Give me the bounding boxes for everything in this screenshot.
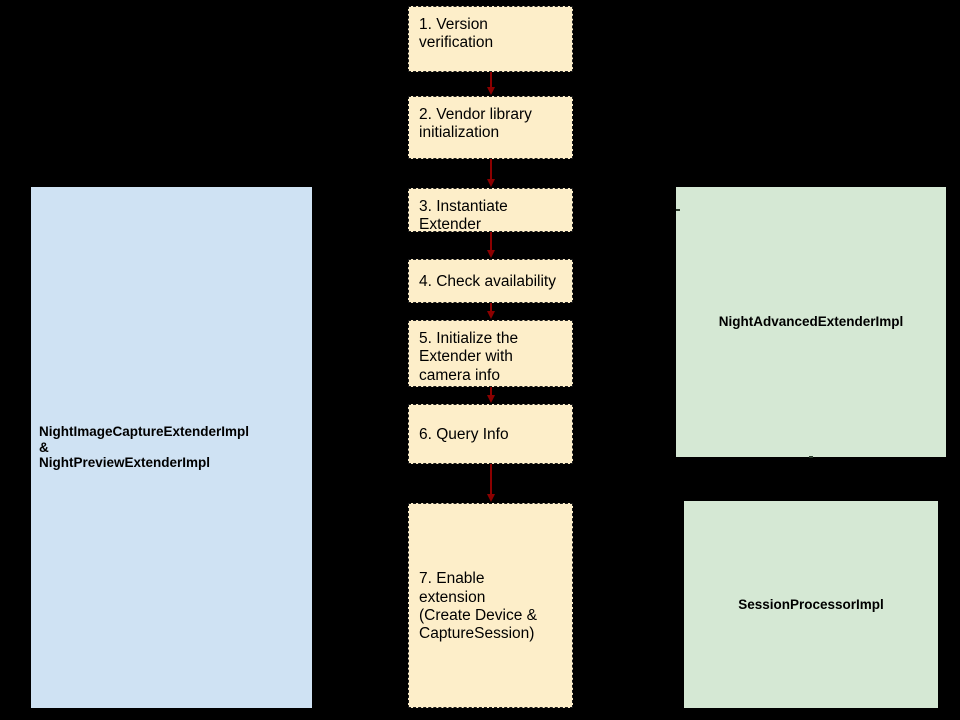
arrow-step1-to-step2 xyxy=(490,72,492,88)
step-3-instantiate-extender[interactable]: 3. Instantiate Extender xyxy=(408,188,573,234)
pool-right-bottom-label: SessionProcessorImpl xyxy=(738,596,884,612)
pool-night-basic-extenders[interactable]: NightImageCaptureExtenderImpl & NightPre… xyxy=(31,187,312,708)
step-1-version-verification[interactable]: 1. Version verification xyxy=(408,6,573,72)
step-7-label: 7. Enable extension (Create Device & Cap… xyxy=(419,570,538,643)
step-5-label: 5. Initialize the Extender with camera i… xyxy=(419,330,519,384)
arrow-step2-to-step3 xyxy=(490,159,492,180)
arrow-step5-to-step6 xyxy=(490,387,492,396)
pool-session-processor[interactable]: SessionProcessorImpl xyxy=(684,501,938,708)
step-3-label: 3. Instantiate Extender xyxy=(419,198,508,234)
step-2-label: 2. Vendor library initialization xyxy=(419,106,532,142)
step-5-initialize-extender[interactable]: 5. Initialize the Extender with camera i… xyxy=(408,320,573,387)
step-6-label: 6. Query Info xyxy=(419,426,509,444)
arrow-step6-to-step7 xyxy=(490,464,492,495)
pool-edge-stub-bottom xyxy=(809,456,813,458)
step-1-label: 1. Version verification xyxy=(419,16,494,52)
pool-night-advanced-extender[interactable]: NightAdvancedExtenderImpl xyxy=(676,187,946,457)
step-6-query-info[interactable]: 6. Query Info xyxy=(408,404,573,464)
pool-left-label: NightImageCaptureExtenderImpl & NightPre… xyxy=(39,423,250,471)
step-2-vendor-library-initialization[interactable]: 2. Vendor library initialization xyxy=(408,96,573,159)
step-4-check-availability[interactable]: 4. Check availability xyxy=(408,259,573,303)
pool-edge-stub-left xyxy=(676,209,680,211)
step-7-enable-extension[interactable]: 7. Enable extension (Create Device & Cap… xyxy=(408,503,573,708)
arrow-step4-to-step5 xyxy=(490,303,492,312)
step-4-label: 4. Check availability xyxy=(419,273,556,291)
arrow-step3-to-step4 xyxy=(490,232,492,251)
pool-right-top-label: NightAdvancedExtenderImpl xyxy=(718,314,904,330)
